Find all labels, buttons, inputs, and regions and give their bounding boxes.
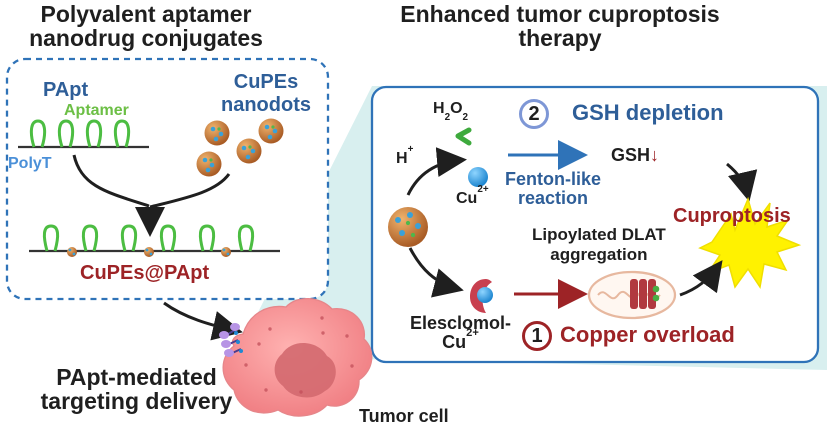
bottom-line-1: PApt-mediated [56,364,217,390]
gsh-text: GSH [611,145,651,165]
mitochondrion-icon [587,270,677,320]
fenton-like-reaction-label: Fenton-like reaction [505,170,601,208]
copper-overload-label: Copper overload [560,322,735,347]
left-title-line-1: Polyvalent aptamer [40,1,252,27]
gsh-depletion-label: GSH depletion [572,100,724,125]
right-panel-title: Enhanced tumor cuproptosis therapy [345,2,775,50]
central-nanodot [388,207,428,247]
h-plus-sup: + [407,143,414,155]
merge-arrow-right [149,173,231,209]
cu2-sup: 2+ [477,183,489,195]
bottom-line-2: targeting delivery [40,388,233,415]
elesclomol-line-2: Cu2+ [410,327,511,352]
fenton-line-2: reaction [517,187,589,208]
cupes-nanodots-label: CuPEs nanodots [221,71,311,117]
papt-targeting-delivery-label: PApt-mediated targeting delivery [24,365,249,413]
merge-arrow-left [72,154,150,208]
h2o2-sub-1: 2 [444,111,451,123]
elesclomol-line-1: Elesclomol- [410,313,512,333]
h2o2-label: H2O2 [433,100,468,122]
elesclomol-line-2-main: Cu [442,331,467,352]
right-title-line-2: therapy [518,25,602,52]
tumor-cell [219,297,373,417]
tumor-cell-label: Tumor cell [359,406,449,426]
cu2-main: Cu [456,190,478,207]
h2o2-sub-2: 2 [462,111,469,123]
papt-label: PApt [43,79,89,101]
polyvalent-aptamer-strand [18,119,149,149]
acid-release-arrow [406,147,467,196]
cupes-papt-label: CuPEs@PApt [80,262,210,284]
aptamer-label: Aptamer [64,102,129,119]
gsh-down-arrow: ↓ [650,145,660,165]
h-plus-label: H+ [396,144,413,168]
lipoylated-line-1: Lipoylated DLAT [532,225,666,244]
step-2-number-badge: 2 [519,99,549,129]
polyt-label: PolyT [8,155,52,172]
lipoylated-line-2: aggregation [550,245,648,264]
cupes-line-2: nanodots [221,94,311,116]
cupes-papt-conjugate [29,224,280,257]
gsh-label: GSH↓ [611,145,659,166]
elesclomol-cu-complex-icon [470,279,493,313]
left-panel-title: Polyvalent aptamer nanodrug conjugates [6,2,286,50]
h2o2-o: O [450,100,463,117]
step-1-number-badge: 1 [522,321,552,351]
cupes-nanodots [196,118,284,177]
h2o2-main: H [433,100,445,117]
left-title-line-2: nanodrug conjugates [29,25,263,52]
elesclomol-formation-arrow [408,247,464,298]
elesclomol-cu-label: Elesclomol- Cu2+ [410,314,511,352]
dlat-to-cuproptosis-arrow [679,260,723,297]
gsh-to-cuproptosis-arrow [726,162,758,202]
copper-ion-icon [468,167,488,187]
fenton-line-1: Fenton-like [505,169,602,189]
delivery-arrow [163,301,243,341]
left-dashed-panel [5,57,330,301]
hydrogen-peroxide-icon [455,127,472,146]
h-plus-main: H [396,150,408,167]
cuproptosis-label: Cuproptosis [673,205,791,227]
right-title-line-1: Enhanced tumor cuproptosis [400,1,720,27]
lipoylated-dlat-label: Lipoylated DLAT aggregation [532,225,666,265]
cu2-label: Cu2+ [456,184,489,208]
elesclomol-line-2-sup: 2+ [466,326,479,339]
cupes-line-1: CuPEs [233,71,299,93]
